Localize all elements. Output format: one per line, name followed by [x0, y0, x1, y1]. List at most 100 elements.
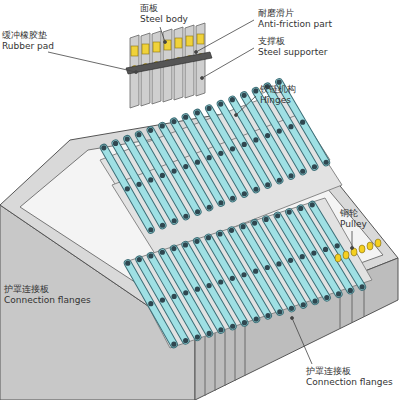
- hinge-pin: [148, 128, 153, 133]
- hinge-pin: [160, 123, 165, 128]
- hinge-pin: [195, 110, 200, 115]
- leader-lines: [48, 20, 354, 364]
- hinge-pin: [171, 168, 176, 173]
- hinge-pin: [195, 209, 200, 214]
- hinge-pin: [183, 338, 188, 343]
- part-name-zh: 面板: [140, 3, 158, 14]
- hinge-pin: [148, 301, 153, 306]
- hinge-pin: [171, 342, 176, 347]
- hinge-pin: [336, 291, 341, 296]
- hinge-pin: [242, 191, 247, 196]
- hinge-pin: [360, 284, 365, 289]
- hinge-pin: [207, 205, 212, 210]
- hinge-pin: [195, 160, 200, 165]
- hinge-pin: [300, 254, 305, 259]
- part-name-en: Connection flanges: [4, 295, 91, 306]
- part-name-zh: 支撑板: [258, 36, 285, 47]
- hinge-pin: [125, 136, 130, 141]
- hinge-pin: [288, 124, 293, 129]
- hinge-pin: [160, 297, 165, 302]
- hinge-band: [125, 202, 365, 347]
- hinge-pin: [277, 309, 282, 314]
- part-name-zh: 护罩连接板: [4, 284, 49, 295]
- anti-friction-part: [197, 34, 204, 44]
- hinge-pin: [218, 151, 223, 156]
- pulley: [335, 254, 341, 262]
- hinge-bar-edge: [312, 205, 362, 287]
- hinge-pin: [242, 142, 247, 147]
- hinge-pin: [113, 141, 118, 146]
- hinge-pin: [241, 272, 246, 277]
- hinge-pin: [324, 295, 329, 300]
- anti-friction-part: [131, 46, 138, 56]
- hinge-pin: [277, 178, 282, 183]
- hinge-pin: [206, 235, 211, 240]
- hinge-pin: [160, 223, 165, 228]
- hinge-bar-edge: [279, 82, 326, 162]
- hinge-pin: [172, 294, 177, 299]
- hinge-pin: [312, 299, 317, 304]
- hinge-pin: [253, 137, 258, 142]
- anti-friction-part: [164, 40, 171, 50]
- steel-supporter: [126, 23, 212, 108]
- hinge-pin: [254, 316, 259, 321]
- hinge-pin: [324, 160, 329, 165]
- hinge-pin: [171, 246, 176, 251]
- hinge-pin: [183, 115, 188, 120]
- hinge-pin: [277, 128, 282, 133]
- hinge-pin: [229, 228, 234, 233]
- hinge-pin: [218, 200, 223, 205]
- hinge-pin: [241, 93, 246, 98]
- hinge-pin: [230, 196, 235, 201]
- rubber-pad: [126, 52, 212, 74]
- hinge-pin: [298, 206, 303, 211]
- hinge-pin: [300, 120, 305, 125]
- hinge-pin: [264, 217, 269, 222]
- hinge-pin: [217, 231, 222, 236]
- hinge-pin: [125, 186, 130, 191]
- hinge-pin: [289, 306, 294, 311]
- hinge-pin: [265, 133, 270, 138]
- hinge-pin: [240, 224, 245, 229]
- hinge-pin: [265, 313, 270, 318]
- part-name-zh: 护罩连接板: [306, 366, 351, 377]
- hinge-pin: [312, 164, 317, 169]
- hinge-pin: [195, 287, 200, 292]
- hinge-pin: [218, 101, 223, 106]
- hinge-pin: [230, 324, 235, 329]
- hinge-pin: [183, 242, 188, 247]
- part-name-en: Rubber pad: [2, 41, 54, 52]
- hinge-pin: [276, 261, 281, 266]
- part-name-en: Hinges: [260, 95, 291, 106]
- hinge-pin: [253, 88, 258, 93]
- hinge-pin: [287, 210, 292, 215]
- hinge-bar: [312, 205, 362, 287]
- pulleys: [335, 239, 381, 262]
- hinge-pin: [265, 265, 270, 270]
- hinge-pin: [253, 187, 258, 192]
- hinge-pin: [207, 331, 212, 336]
- hinge-pin: [335, 243, 340, 248]
- hinge-pin: [230, 97, 235, 102]
- anti-friction-part: [175, 38, 182, 48]
- pulley: [343, 251, 349, 259]
- hinge-pin: [288, 258, 293, 263]
- hinge-pin: [275, 213, 280, 218]
- part-name-zh: 铜轮: [340, 208, 358, 219]
- hinge-pin: [252, 220, 257, 225]
- part-name-en: Steel supporter: [258, 47, 327, 58]
- hinge-pin: [206, 106, 211, 111]
- hinge-pin: [206, 283, 211, 288]
- hinge-pin: [183, 164, 188, 169]
- hinge-pin: [194, 239, 199, 244]
- anti-friction-part: [142, 44, 149, 54]
- pulley: [375, 239, 381, 247]
- hinge-pin: [218, 279, 223, 284]
- part-name-zh: 耐磨滑片: [258, 8, 294, 19]
- part-name-en: Connection flanges: [306, 377, 393, 388]
- hinge-pin: [348, 288, 353, 293]
- part-name-zh: 铰链机构: [260, 84, 296, 95]
- hinge-pin: [137, 257, 142, 262]
- hinge-pin: [242, 320, 247, 325]
